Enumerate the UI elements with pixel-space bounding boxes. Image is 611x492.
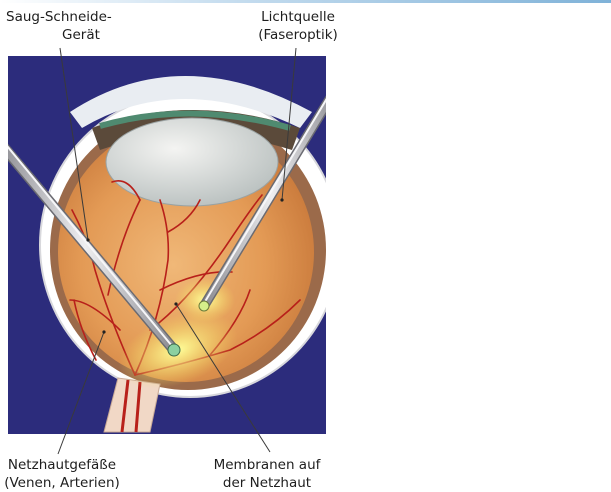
leader-dot-memb: [174, 302, 177, 305]
label-licht-line2: (Faseroptik): [248, 26, 348, 44]
label-memb-line1: Membranen auf: [202, 456, 332, 474]
label-saug-line2: Gerät: [6, 26, 126, 44]
label-netz-line1: Netzhautgefäße: [2, 456, 122, 474]
label-membranen: Membranen auf der Netzhaut: [202, 456, 332, 492]
label-saug-line1: Saug-Schneide-: [6, 8, 126, 26]
label-saug-schneide-geraet: Saug-Schneide- Gerät: [6, 8, 126, 44]
leader-dot-netz: [102, 330, 105, 333]
leader-dot-saug: [86, 238, 89, 241]
label-netzhautgefaesse: Netzhautgefäße (Venen, Arterien): [2, 456, 122, 492]
label-licht-line1: Lichtquelle: [248, 8, 348, 26]
label-netz-line2: (Venen, Arterien): [2, 474, 122, 492]
label-lichtquelle: Lichtquelle (Faseroptik): [248, 8, 348, 44]
lens: [106, 118, 278, 206]
leader-dot-licht: [280, 198, 283, 201]
label-memb-line2: der Netzhaut: [202, 474, 332, 492]
